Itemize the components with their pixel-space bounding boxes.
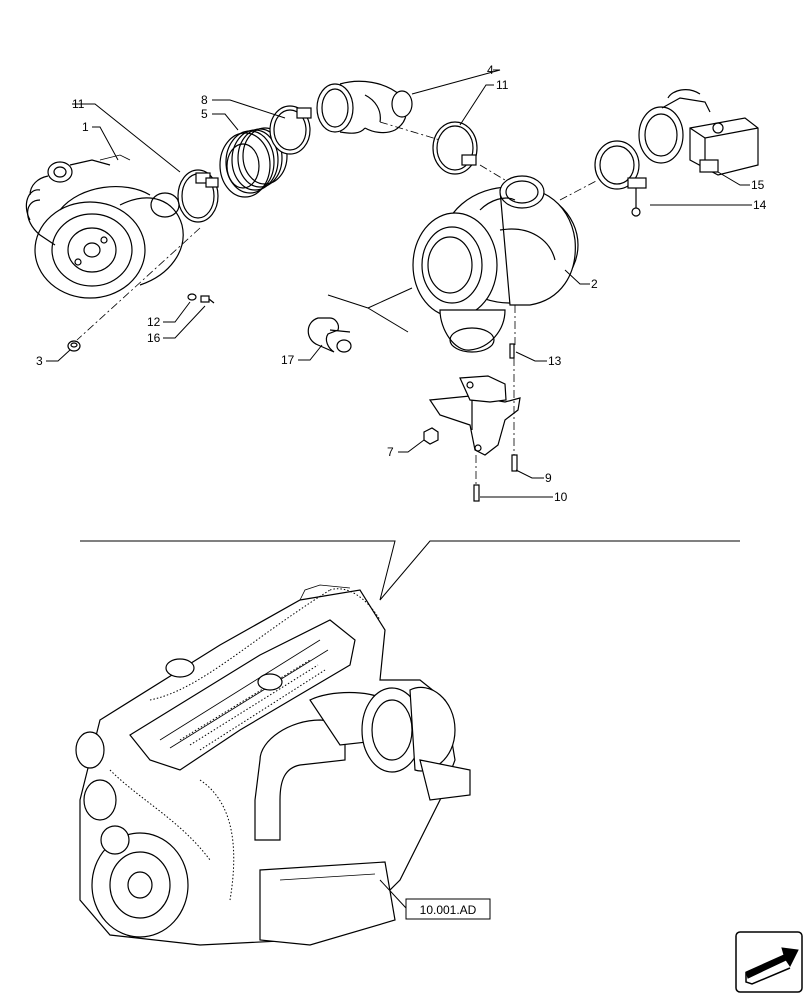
callout-17: 17 — [281, 353, 295, 367]
clip-17 — [307, 317, 352, 353]
clamp-14 — [594, 140, 647, 217]
reference-callout[interactable]: 10.001.AD — [379, 879, 491, 920]
nut-7 — [423, 427, 439, 445]
callout-1: 1 — [82, 120, 89, 134]
callout-labels: 1 2 3 4 5 7 8 9 10 11 11 12 13 14 15 16 … — [36, 63, 767, 504]
detail-pointer — [80, 540, 740, 601]
callout-3: 3 — [36, 354, 43, 368]
callout-2: 2 — [591, 277, 598, 291]
stud-13 — [509, 343, 515, 359]
clamp-11-right — [432, 121, 478, 175]
leader-lines — [46, 69, 752, 498]
callout-9: 9 — [545, 471, 552, 485]
callout-11-left: 11 — [72, 97, 85, 111]
clip-pointer — [327, 287, 413, 333]
callout-4: 4 — [487, 63, 494, 77]
callout-15: 15 — [751, 178, 765, 192]
elbow-pipe-4 — [316, 80, 413, 134]
bolt-16 — [200, 295, 215, 304]
clamp-11-left — [177, 169, 219, 223]
callout-12: 12 — [147, 315, 161, 329]
callout-14: 14 — [753, 198, 767, 212]
engine-overview — [75, 584, 471, 946]
clamp-8 — [269, 105, 312, 155]
reference-box[interactable] — [405, 898, 491, 920]
reference-label[interactable]: 10.001.AD — [420, 903, 477, 917]
callout-10: 10 — [554, 490, 568, 504]
bolt-9 — [511, 454, 518, 472]
callout-13: 13 — [548, 354, 562, 368]
nut-3 — [67, 340, 81, 352]
turbocharger-main — [412, 175, 579, 353]
actuator-15 — [638, 89, 759, 176]
bellows-5 — [219, 127, 288, 198]
bolt-10 — [473, 484, 480, 502]
bolt-12 — [187, 293, 197, 301]
callout-16: 16 — [147, 331, 161, 345]
callout-7: 7 — [387, 445, 394, 459]
mounting-bracket — [428, 375, 521, 456]
callout-8: 8 — [201, 93, 208, 107]
center-lines — [76, 121, 599, 485]
arrow-return-icon[interactable] — [735, 931, 803, 993]
turbocharger-left — [25, 154, 184, 299]
callout-11-right: 11 — [496, 78, 509, 92]
callout-5: 5 — [201, 107, 208, 121]
